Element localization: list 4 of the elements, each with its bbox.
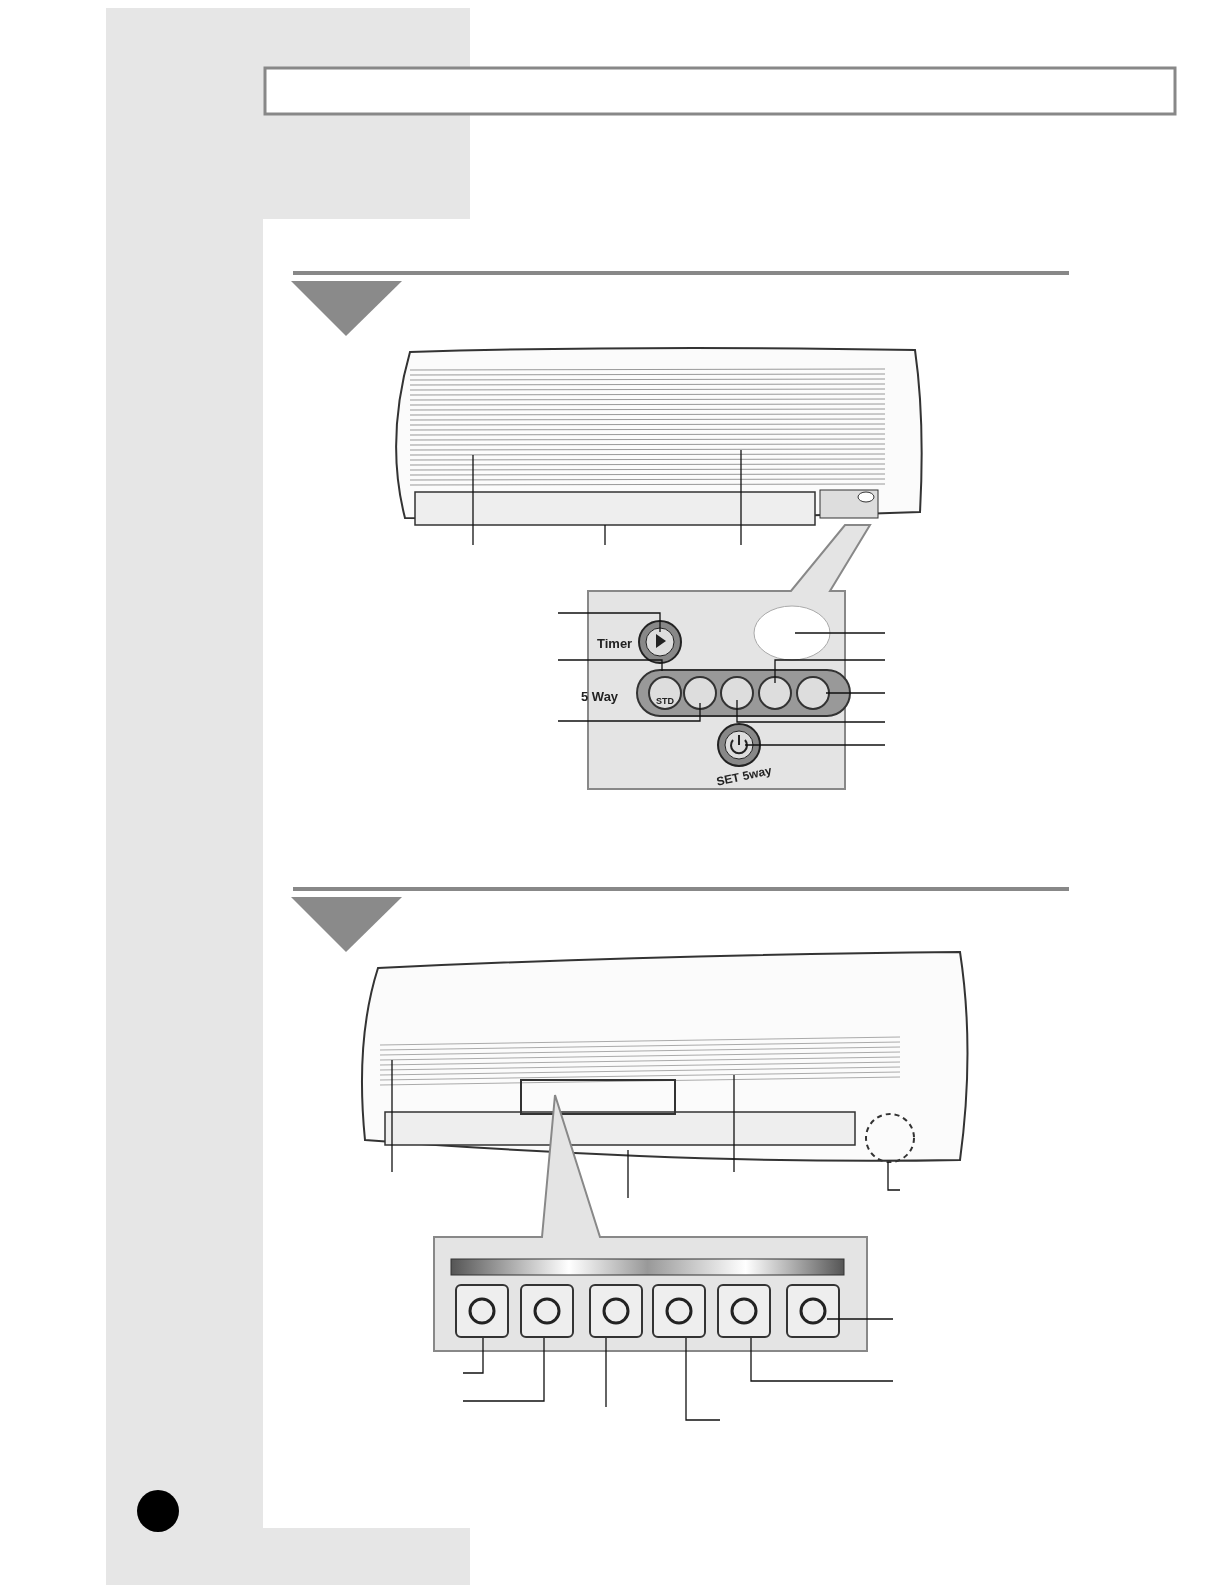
control-label: Timer xyxy=(597,637,633,650)
control-label: SET 5way xyxy=(715,764,773,788)
button-label: STD xyxy=(656,697,674,706)
control-label: 5 Way xyxy=(581,690,619,703)
